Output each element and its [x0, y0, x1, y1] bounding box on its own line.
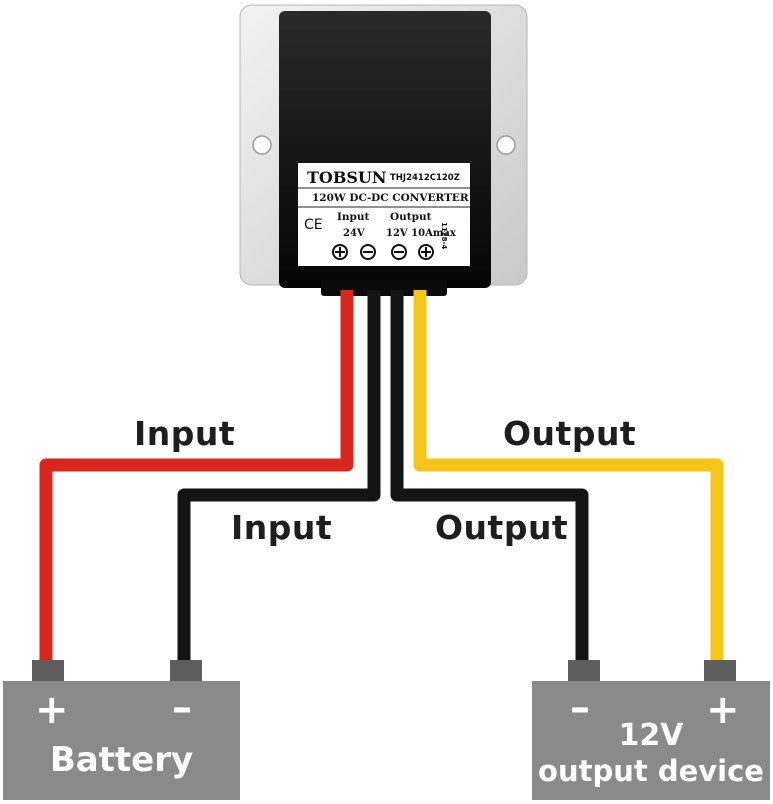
device-label-line1: 12V — [618, 718, 684, 753]
plus-circle-icon — [332, 244, 348, 260]
output-device-box — [532, 681, 770, 800]
ce-mark: CE — [304, 217, 323, 233]
battery-minus-sign: – — [172, 685, 192, 731]
input-heading: Input — [337, 211, 370, 223]
plus-circle-icon — [418, 244, 434, 260]
minus-circle-icon — [360, 244, 376, 260]
cable-grommet — [321, 280, 447, 296]
red-input-wire — [39, 290, 354, 662]
minus-circle-icon — [391, 244, 407, 260]
device-minus-sign: – — [570, 685, 590, 731]
output-rating: 12V 10Amax — [386, 228, 456, 239]
output-heading: Output — [390, 211, 432, 223]
device-terminal-positive — [704, 660, 736, 683]
battery-box — [3, 681, 240, 800]
converter-model: THJ2412C120Z — [390, 173, 460, 183]
black-input-wire-label: Input — [231, 508, 333, 547]
yellow-output-wire-label: Output — [503, 414, 637, 453]
black-input-wire — [177, 290, 381, 662]
side-code: 1128-4 — [440, 222, 448, 250]
battery-terminal-negative — [170, 660, 202, 683]
mounting-hole-right — [496, 135, 516, 155]
battery-label: Battery — [49, 740, 194, 780]
black-output-wire — [390, 290, 589, 662]
device-plus-sign: + — [706, 687, 740, 733]
converter-label-sticker — [298, 163, 470, 266]
converter-description: 120W DC-DC CONVERTER — [312, 192, 469, 204]
red-input-wire-label: Input — [134, 414, 236, 453]
black-output-wire-label: Output — [435, 508, 569, 547]
yellow-output-wire — [413, 290, 724, 662]
mounting-hole-left — [252, 135, 272, 155]
battery-terminal-positive — [32, 660, 64, 683]
converter-brand: TOBSUN — [307, 168, 387, 187]
battery-plus-sign: + — [35, 687, 69, 733]
device-label-line2: output device — [538, 754, 764, 788]
device-terminal-negative — [568, 660, 600, 683]
input-voltage: 24V — [343, 228, 365, 239]
